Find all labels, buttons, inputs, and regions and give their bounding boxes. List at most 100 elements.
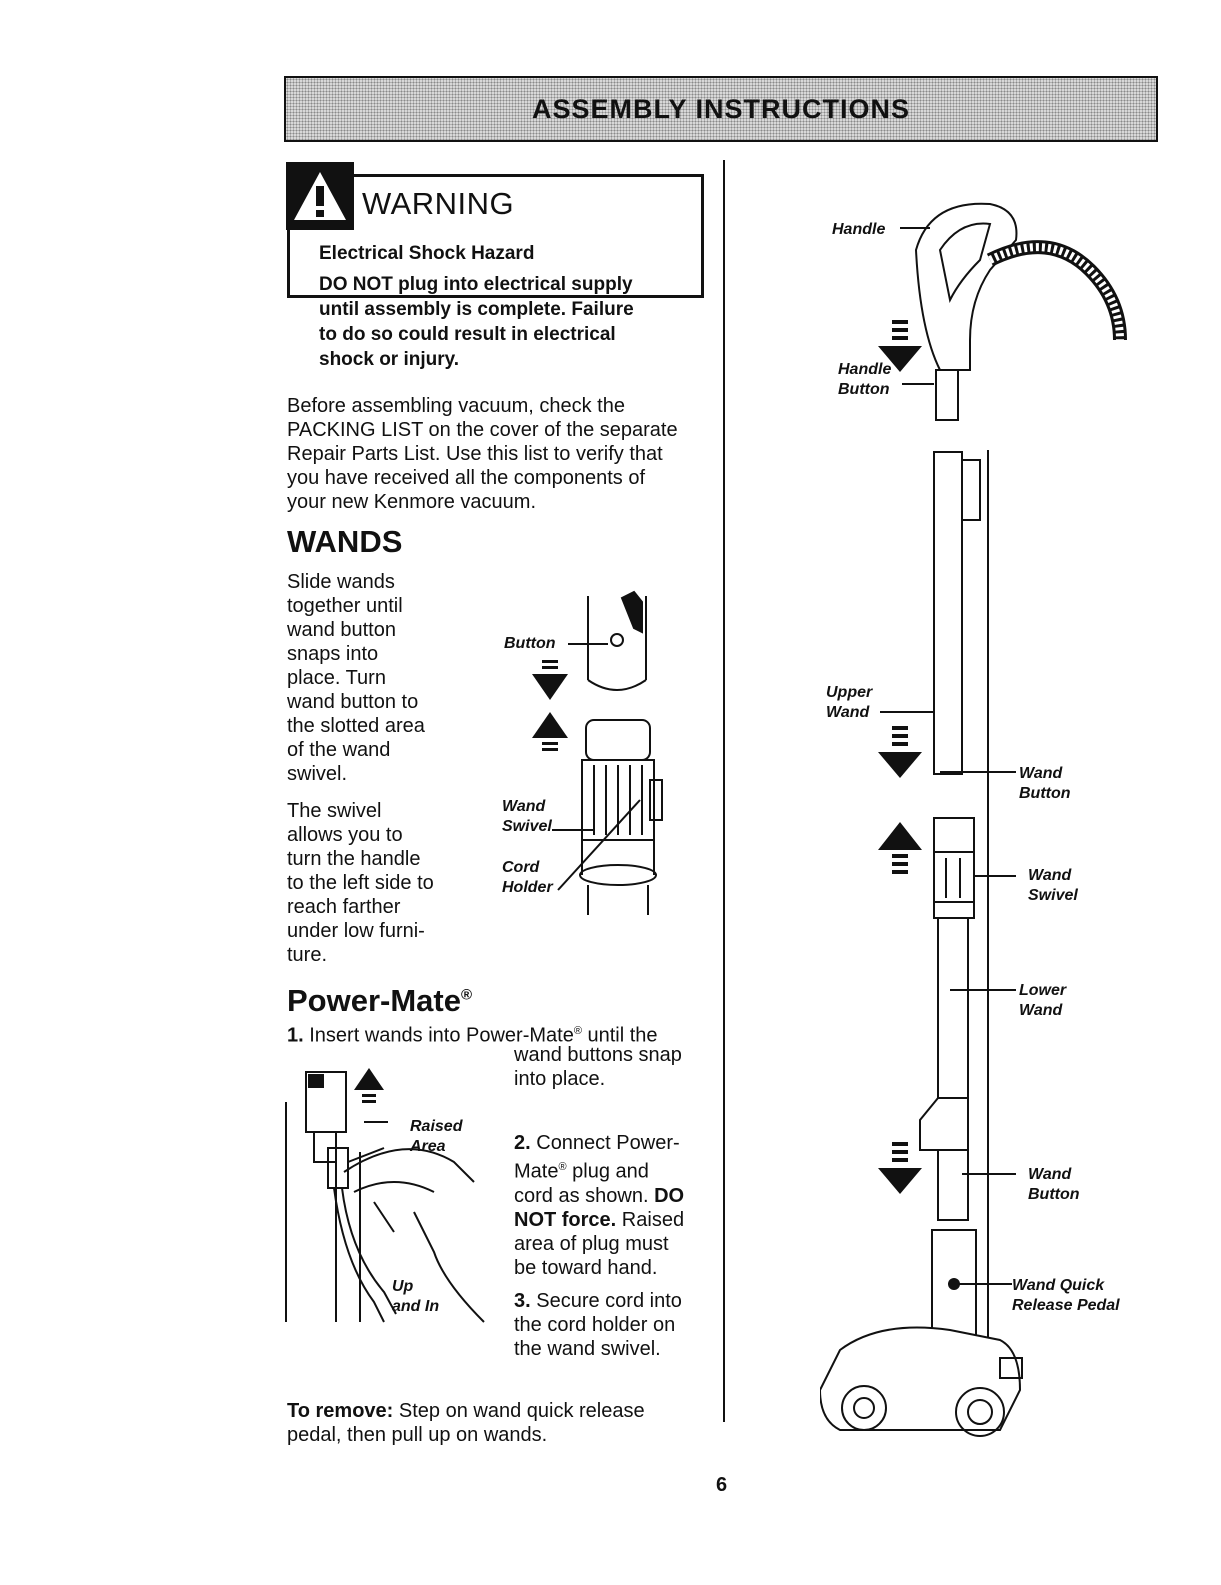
step-number: 1. [287, 1024, 304, 1047]
step-text: until the [581, 1024, 658, 1047]
callout-line: Swivel [502, 818, 552, 835]
warning-text: DO NOT plug into electrical supply until… [319, 272, 689, 372]
callout-cord-holder: Cord Holder [502, 858, 553, 898]
text-line: to the left side to [287, 872, 434, 894]
text-line: the slotted area [287, 715, 425, 737]
text-line: your new Kenmore vacuum. [287, 491, 537, 513]
step-text: Step on wand quick release [393, 1400, 645, 1422]
section-title: ASSEMBLY INSTRUCTIONS [531, 93, 911, 124]
callout-line: Area [410, 1138, 446, 1155]
label-line: Button [838, 381, 890, 398]
wands-paragraph-2: The swivel allows you to turn the handle… [287, 799, 457, 967]
step-text: Insert wands into Power-Mate [309, 1024, 574, 1047]
step-number: 3. [514, 1290, 531, 1312]
text-line: pedal, then pull up on wands. [287, 1424, 548, 1446]
warning-line: until assembly is complete. Failure [319, 299, 634, 320]
label-line: Upper [826, 684, 873, 701]
warning-icon [286, 162, 354, 230]
label-line: Button [1019, 785, 1071, 802]
label-line: Handle [838, 361, 892, 378]
emphasis-text: NOT force. [514, 1208, 617, 1231]
label-line: Wand Quick [1012, 1277, 1105, 1294]
label-upper-wand: Upper Wand [826, 683, 872, 723]
text-line: Slide wands [287, 571, 395, 593]
text-line: Repair Parts List. Use this list to veri… [287, 443, 663, 465]
step-3: 3. Secure cord into the cord holder on t… [514, 1289, 682, 1361]
label-wand-quick-release-pedal: Wand Quick Release Pedal [1012, 1276, 1120, 1316]
warning-title: WARNING [362, 186, 515, 221]
warning-line: DO NOT plug into electrical supply [319, 274, 633, 295]
text-line: under low furni- [287, 920, 425, 942]
wand-swivel-illustration [532, 590, 663, 915]
callout-line: Wand [502, 798, 546, 815]
emphasis-text: DO [654, 1184, 685, 1207]
step-2: 2. Connect Power- Mate® plug and cord as… [514, 1131, 684, 1280]
label-line: Button [1028, 1186, 1080, 1203]
label-line: Swivel [1028, 887, 1078, 904]
callout-line: Cord [502, 859, 540, 876]
step-number: 2. [514, 1132, 531, 1154]
label-lower-wand: Lower Wand [1019, 981, 1066, 1021]
warning-line: to do so could result in electrical [319, 324, 616, 345]
label-wand-button-lower: Wand Button [1028, 1165, 1080, 1205]
registered-mark: ® [558, 1161, 567, 1173]
label-line: Lower [1019, 982, 1067, 999]
label-line: Wand [1019, 1002, 1063, 1019]
step-text: Raised [616, 1208, 685, 1231]
callout-wand-swivel: Wand Swivel [502, 797, 552, 837]
heading-text: Power-Mate [287, 983, 461, 1018]
label-line: Wand [1019, 765, 1063, 782]
label-handle: Handle [832, 221, 886, 238]
text-line: The swivel [287, 800, 382, 822]
emphasis-text: To remove: [287, 1400, 394, 1422]
remove-instructions: To remove: Step on wand quick release pe… [287, 1399, 645, 1447]
callout-line: Holder [502, 879, 553, 896]
registered-mark: ® [573, 1025, 582, 1037]
intro-paragraph: Before assembling vacuum, check the PACK… [287, 394, 717, 514]
text-line: turn the handle [287, 848, 421, 870]
wands-heading: WANDS [287, 524, 403, 559]
column-divider [723, 160, 725, 1422]
text-line: place. Turn [287, 667, 386, 689]
step-text: Secure cord into [530, 1290, 682, 1312]
label-wand-button-upper: Wand Button [1019, 764, 1071, 804]
label-line: Wand [1028, 867, 1072, 884]
label-handle-button: Handle Button [838, 360, 891, 400]
text-line: PACKING LIST on the cover of the separat… [287, 419, 678, 441]
callout-raised-area: Raised Area [410, 1117, 462, 1157]
label-line: Release Pedal [1012, 1297, 1120, 1314]
text-line: the wand swivel. [514, 1338, 661, 1360]
text-line: be toward hand. [514, 1256, 658, 1279]
label-wand-swivel: Wand Swivel [1028, 866, 1078, 906]
label-line: Wand [826, 704, 870, 721]
step-text: cord as shown. [514, 1184, 655, 1207]
callout-line: Raised [410, 1118, 463, 1135]
page-number: 6 [716, 1474, 728, 1496]
step-text: Connect Power- [530, 1132, 680, 1154]
callout-button: Button [504, 635, 556, 652]
text-line: of the wand [287, 739, 391, 761]
text-line: together until [287, 595, 403, 617]
text-line: the cord holder on [514, 1314, 676, 1336]
text-line: into place. [514, 1068, 606, 1090]
text-line: Before assembling vacuum, check the [287, 395, 625, 417]
warning-subtitle: Electrical Shock Hazard [319, 243, 535, 264]
text-line: wand buttons snap [514, 1044, 682, 1066]
label-line: Wand [1028, 1166, 1072, 1183]
wands-paragraph-1: Slide wands together until wand button s… [287, 570, 457, 786]
callout-line: Up [392, 1278, 414, 1295]
powermate-heading: Power-Mate® [287, 983, 472, 1019]
text-line: snaps into [287, 643, 379, 665]
text-line: area of plug must [514, 1232, 669, 1255]
warning-line: shock or injury. [319, 349, 460, 370]
step-text: plug and [566, 1160, 649, 1183]
text-line: ture. [287, 944, 328, 966]
vacuum-assembly-diagram [820, 202, 1127, 1437]
warning-box [287, 174, 704, 298]
callout-line: and In [392, 1298, 440, 1315]
callout-up-and-in: Up and In [392, 1277, 439, 1317]
text-line: swivel. [287, 763, 348, 785]
step-1-continued: wand buttons snap into place. [514, 1043, 682, 1091]
text-line: you have received all the components of [287, 467, 645, 489]
step-text: Mate [514, 1160, 559, 1183]
